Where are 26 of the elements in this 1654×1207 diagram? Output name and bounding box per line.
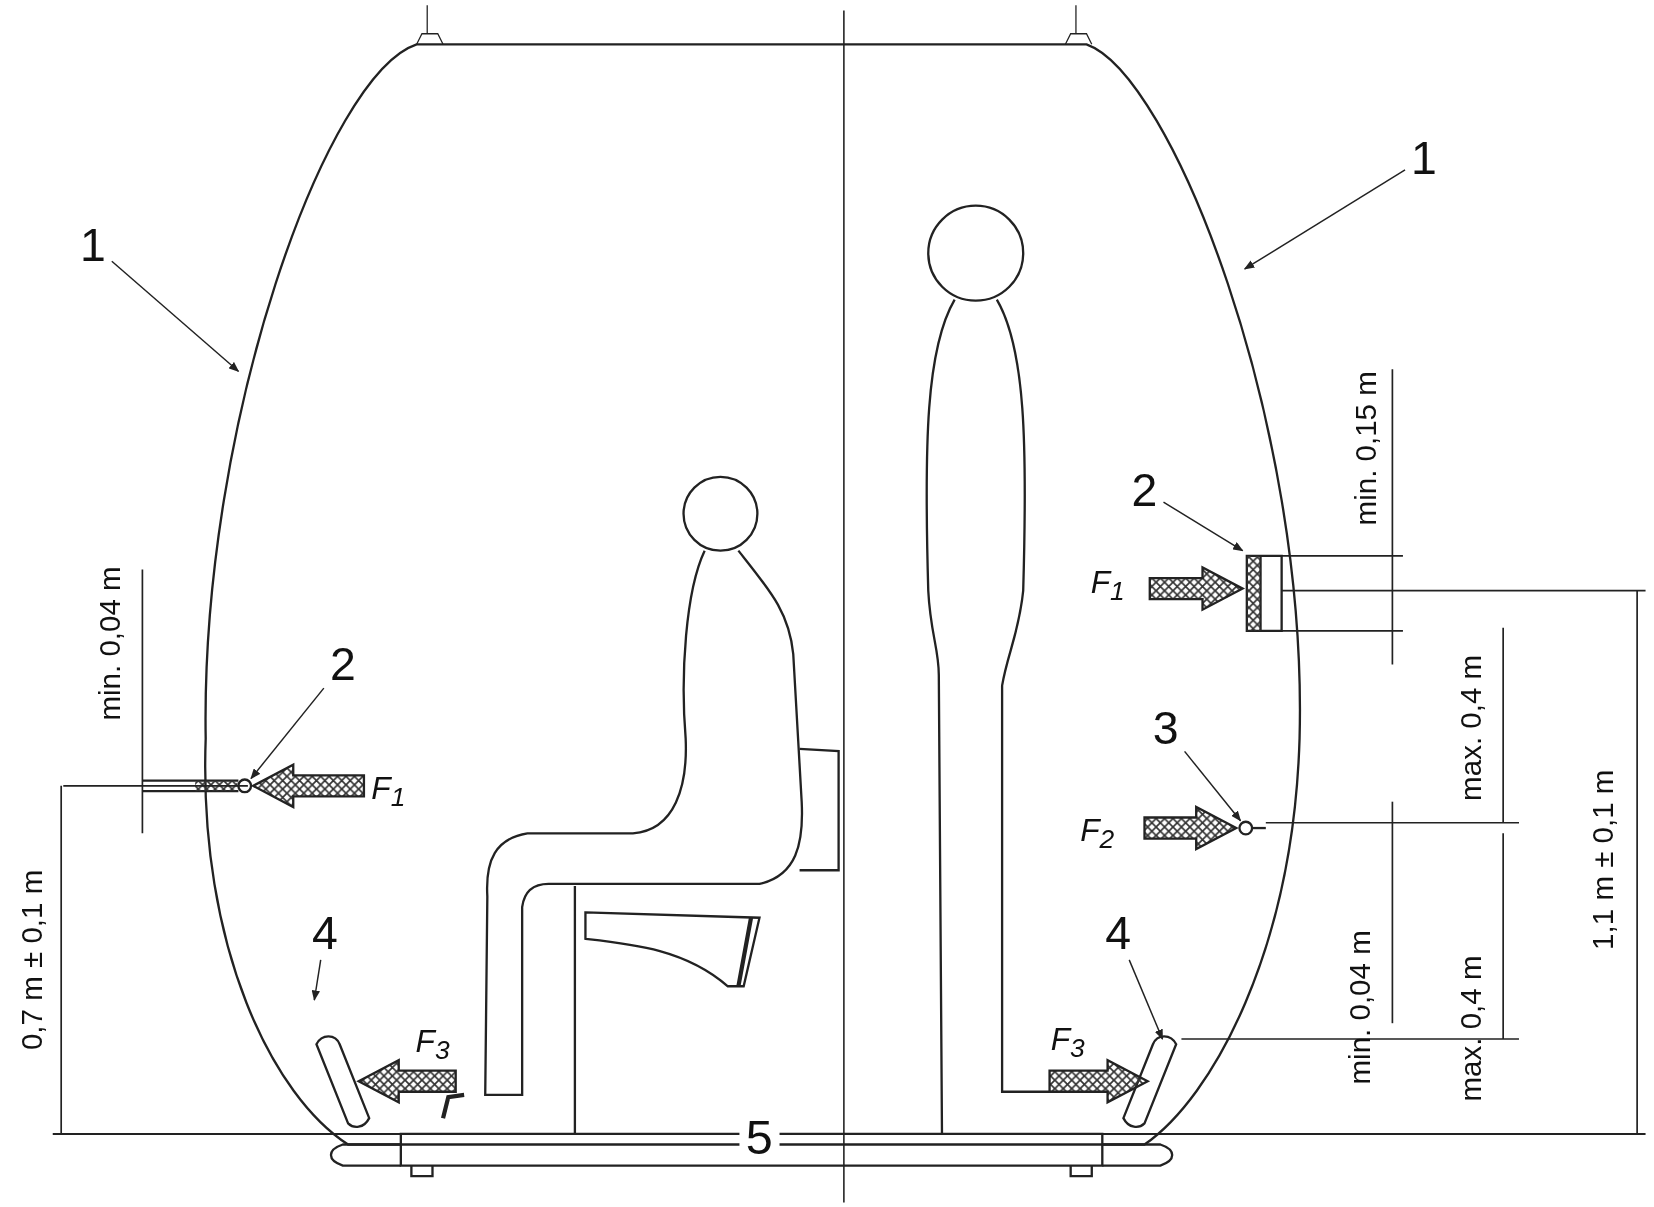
force-label: F$_{1}$: [1090, 566, 1125, 605]
callout-number: 1: [75, 220, 110, 269]
force-label: F$_{2}$: [1080, 814, 1115, 853]
dimension-label: 0,7 m ± 0,1 m: [16, 869, 47, 1051]
leader-line: [1162, 501, 1244, 552]
dimension-label: max. 0,4 m: [1457, 955, 1487, 1102]
callout-number: 2: [1127, 466, 1162, 515]
callout-number: 3: [1148, 703, 1183, 753]
callout-number: 4: [308, 909, 342, 958]
leader-line: [1183, 750, 1242, 822]
callout-number: 2: [325, 640, 360, 689]
dimension-label: min. 0,04 m: [1346, 930, 1376, 1085]
callout-number: 4: [1101, 909, 1135, 958]
leader-line: [250, 687, 325, 780]
dimension-label: min. 0,04 m: [96, 566, 126, 721]
dimension-label: max. 0,4 m: [1457, 654, 1487, 801]
leader-line: [1243, 169, 1406, 270]
force-label: F$_{3}$: [1050, 1023, 1085, 1062]
callout-number: 1: [1407, 133, 1441, 183]
leader-line: [311, 959, 322, 1002]
force-label: F$_{1}$: [371, 772, 406, 811]
dimension-label: min. 0,15 m: [1351, 371, 1381, 526]
leader-line: [1128, 959, 1164, 1040]
dimension-label: 1,1 m ± 0,1 m: [1588, 769, 1619, 950]
force-label: F$_{3}$: [415, 1025, 450, 1064]
leader-line: [111, 260, 240, 373]
